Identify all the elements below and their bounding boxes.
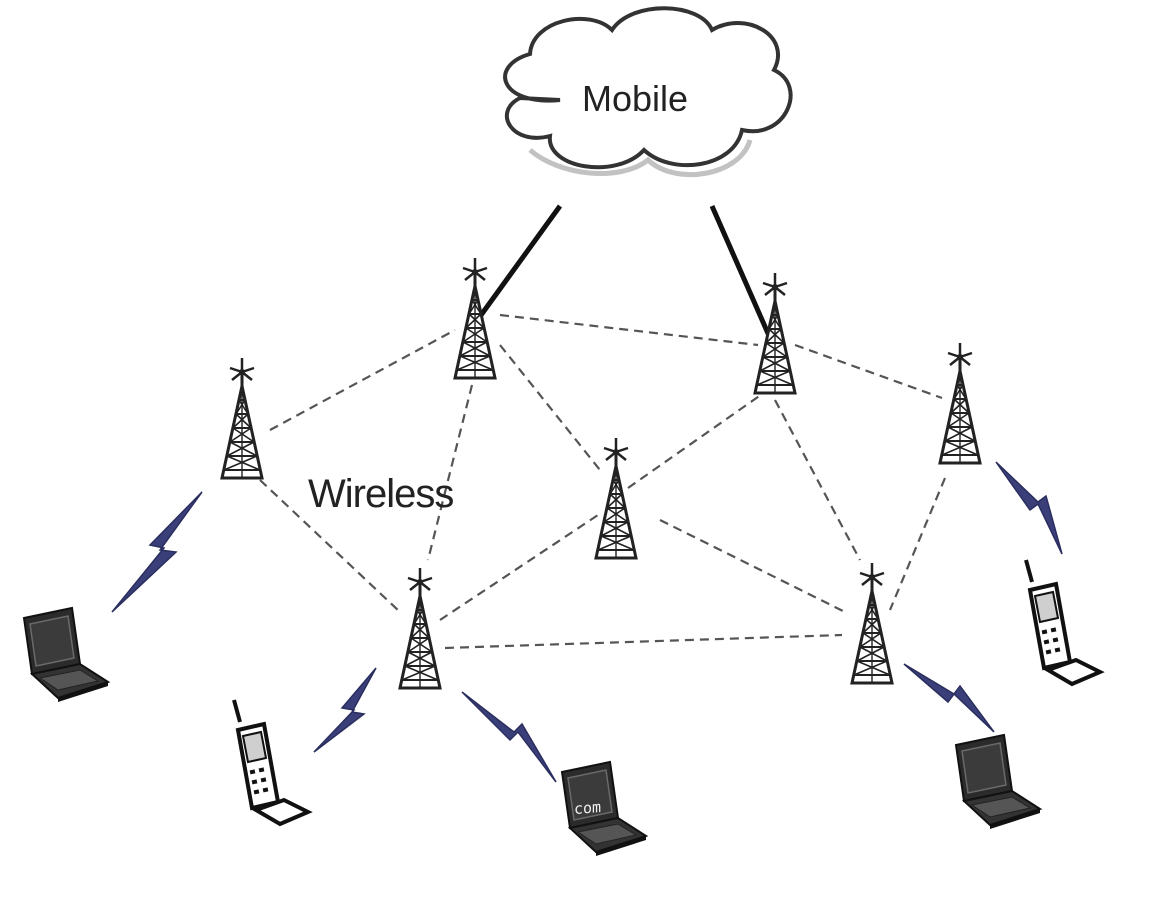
phone-icon: [1024, 558, 1102, 686]
lightning-bolt-icon: [313, 667, 377, 753]
phone-icon: [232, 698, 310, 826]
tower-icon: [938, 341, 982, 465]
tower-icon: [398, 566, 442, 690]
cloud-icon: [503, 6, 793, 177]
lightning-bolt-icon: [995, 461, 1063, 555]
laptop-icon: [955, 734, 1041, 830]
cloud-label: Mobile: [581, 78, 689, 119]
wireless-links: [259, 313, 947, 650]
laptop-icon: [23, 607, 109, 703]
lightning-bolt-icon: [903, 663, 995, 733]
lightning-bolt-icon: [461, 691, 557, 783]
network-label: Wireless: [308, 472, 454, 516]
lightning-bolt-icon: [111, 491, 203, 613]
tower-icon: [594, 436, 638, 560]
tower-icon: [850, 561, 894, 685]
tower-icon: [753, 271, 797, 395]
laptop-screen-text: com: [574, 798, 602, 818]
tower-icon: [453, 256, 497, 380]
tower-icon: [220, 356, 264, 480]
backhaul-links: [473, 204, 773, 340]
